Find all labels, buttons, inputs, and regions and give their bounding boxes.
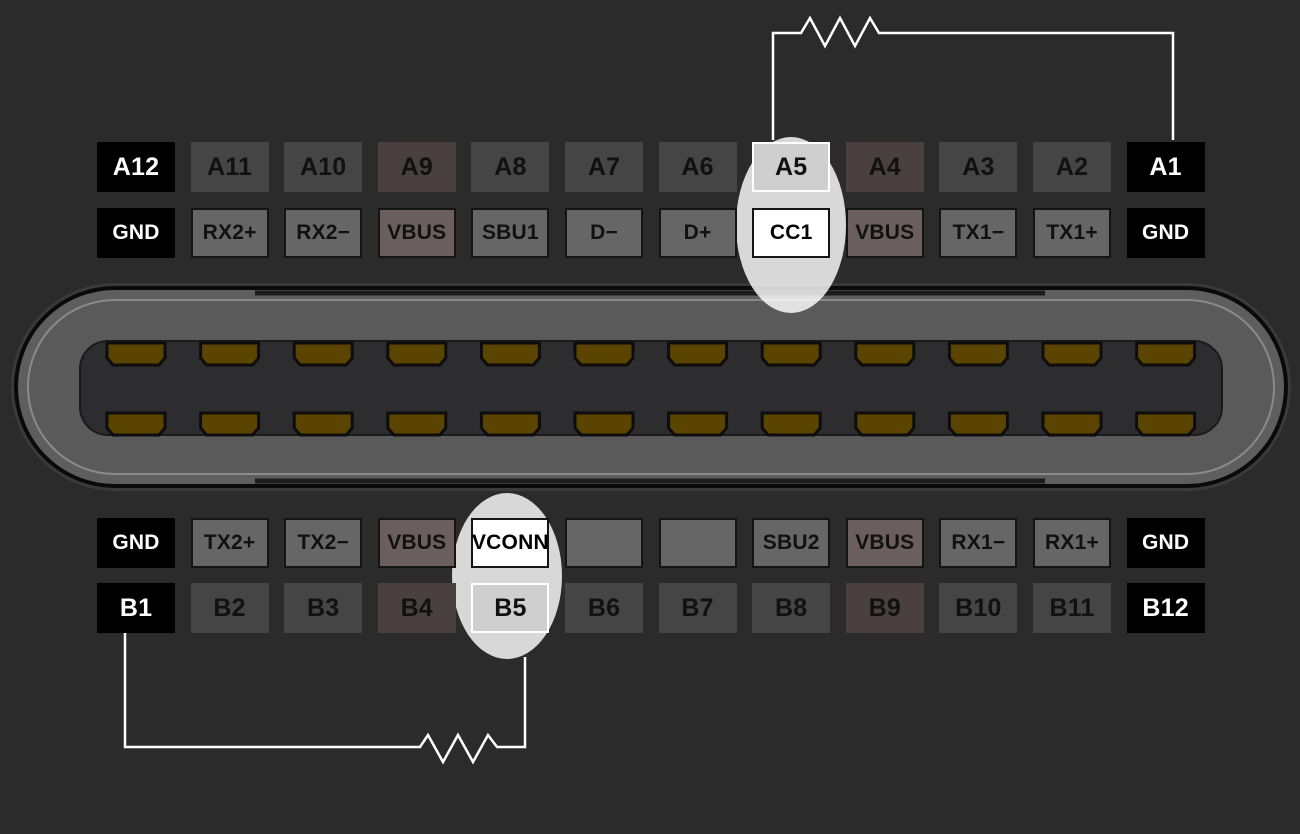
pin-b3-signal: TX2− bbox=[284, 518, 363, 568]
pin-a6-label: A6 bbox=[658, 142, 737, 192]
pin-b7-signal bbox=[658, 518, 737, 568]
contact-a12 bbox=[105, 341, 167, 367]
contact-b1 bbox=[105, 411, 167, 437]
pin-a3-signal: TX1− bbox=[939, 208, 1018, 258]
pin-a8-signal: SBU1 bbox=[471, 208, 550, 258]
pin-b1-signal: GND bbox=[97, 518, 175, 568]
pin-b2-label: B2 bbox=[190, 583, 269, 633]
contact-b12 bbox=[1135, 411, 1197, 437]
contact-a8 bbox=[479, 341, 541, 367]
pin-b5-signal: VCONN bbox=[471, 518, 550, 568]
contact-b11 bbox=[1041, 411, 1103, 437]
pin-a9-label: A9 bbox=[377, 142, 456, 192]
pin-a6-signal: D+ bbox=[658, 208, 737, 258]
pin-b6-label: B6 bbox=[565, 583, 643, 633]
pin-a1-signal: GND bbox=[1126, 208, 1205, 258]
receptacle-tongue-cavity bbox=[79, 340, 1223, 436]
pin-b7-label: B7 bbox=[658, 583, 737, 633]
pin-a7-label: A7 bbox=[565, 142, 643, 192]
pin-a3-label: A3 bbox=[939, 142, 1018, 192]
pin-a4-signal: VBUS bbox=[845, 208, 924, 258]
contact-a10 bbox=[292, 341, 354, 367]
contact-b10 bbox=[947, 411, 1009, 437]
contact-a2 bbox=[1041, 341, 1103, 367]
resistor-b1-b5 bbox=[123, 633, 527, 765]
pin-b8-label: B8 bbox=[752, 583, 831, 633]
pin-b12-signal: GND bbox=[1126, 518, 1205, 568]
contact-b4 bbox=[386, 411, 448, 437]
pin-b10-label: B10 bbox=[939, 583, 1018, 633]
pin-a5-signal: CC1 bbox=[752, 208, 831, 258]
contact-b2 bbox=[199, 411, 261, 437]
contact-a6 bbox=[667, 341, 729, 367]
pin-a11-signal: RX2+ bbox=[190, 208, 269, 258]
pin-a1-label: A1 bbox=[1126, 142, 1205, 192]
contact-b3 bbox=[292, 411, 354, 437]
pin-a2-label: A2 bbox=[1033, 142, 1111, 192]
pin-b10-signal: RX1− bbox=[939, 518, 1018, 568]
pin-b11-signal: RX1+ bbox=[1033, 518, 1111, 568]
contact-a3 bbox=[947, 341, 1009, 367]
pin-a10-signal: RX2− bbox=[284, 208, 363, 258]
pin-b5-label: B5 bbox=[471, 583, 550, 633]
pin-a12-signal: GND bbox=[97, 208, 175, 258]
pin-b6-signal bbox=[565, 518, 643, 568]
pin-b2-signal: TX2+ bbox=[190, 518, 269, 568]
pin-b11-label: B11 bbox=[1033, 583, 1111, 633]
contact-b6 bbox=[573, 411, 635, 437]
contact-b7 bbox=[667, 411, 729, 437]
pin-b9-label: B9 bbox=[845, 583, 924, 633]
usb-c-receptacle bbox=[11, 283, 1291, 491]
pin-a7-signal: D− bbox=[565, 208, 643, 258]
contact-a5 bbox=[760, 341, 822, 367]
contact-a1 bbox=[1135, 341, 1197, 367]
receptacle-contacts bbox=[105, 341, 1197, 437]
pin-a4-label: A4 bbox=[845, 142, 924, 192]
pin-a11-label: A11 bbox=[190, 142, 269, 192]
contact-a4 bbox=[854, 341, 916, 367]
pin-a12-label: A12 bbox=[97, 142, 175, 192]
pin-b4-signal: VBUS bbox=[377, 518, 456, 568]
contact-a11 bbox=[199, 341, 261, 367]
pin-b1-label: B1 bbox=[97, 583, 175, 633]
contact-a7 bbox=[573, 341, 635, 367]
contact-a9 bbox=[386, 341, 448, 367]
pin-a5-label: A5 bbox=[752, 142, 831, 192]
pin-a8-label: A8 bbox=[471, 142, 550, 192]
pin-b4-label: B4 bbox=[377, 583, 456, 633]
pin-a9-signal: VBUS bbox=[377, 208, 456, 258]
contact-b9 bbox=[854, 411, 916, 437]
pin-a2-signal: TX1+ bbox=[1033, 208, 1111, 258]
pin-b8-signal: SBU2 bbox=[752, 518, 831, 568]
pin-b3-label: B3 bbox=[284, 583, 363, 633]
pin-b9-signal: VBUS bbox=[845, 518, 924, 568]
contact-b8 bbox=[760, 411, 822, 437]
pin-b12-label: B12 bbox=[1126, 583, 1205, 633]
pin-a10-label: A10 bbox=[284, 142, 363, 192]
resistor-a5-a1 bbox=[771, 15, 1175, 140]
contact-b5 bbox=[479, 411, 541, 437]
